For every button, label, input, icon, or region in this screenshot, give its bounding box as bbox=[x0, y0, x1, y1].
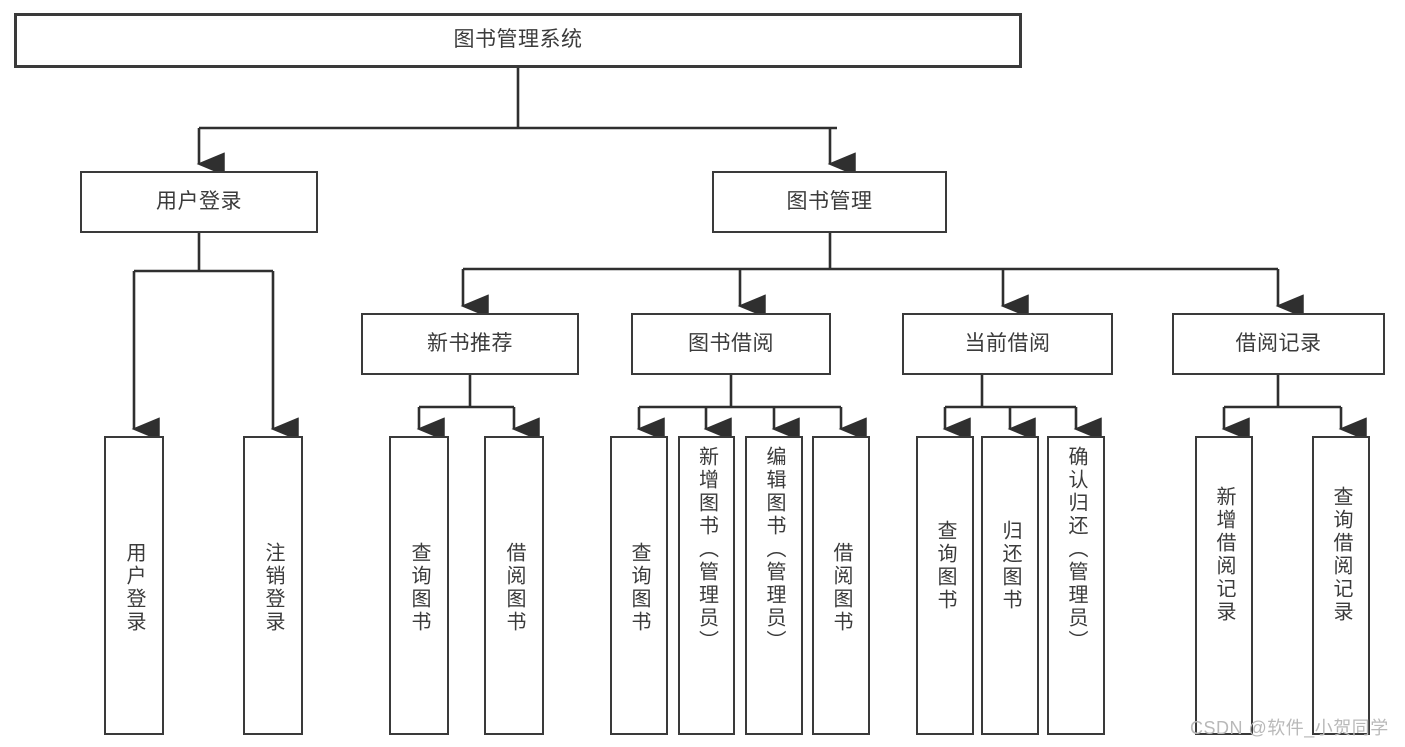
node-label: 用户登录 bbox=[123, 542, 145, 634]
node-user-login[interactable]: 用户登录 bbox=[80, 171, 318, 233]
node-label: 用户登录 bbox=[156, 189, 242, 213]
node-label: 借阅图书 bbox=[503, 542, 525, 634]
node-label: 借阅图书 bbox=[830, 542, 852, 634]
leaf-current-borrow-search[interactable]: 查询图书 bbox=[916, 436, 974, 735]
node-borrow-record[interactable]: 借阅记录 bbox=[1172, 313, 1385, 375]
node-new-book-recommend[interactable]: 新书推荐 bbox=[361, 313, 579, 375]
leaf-book-borrow-borrow[interactable]: 借阅图书 bbox=[812, 436, 870, 735]
node-label: 查询图书 bbox=[934, 520, 956, 612]
leaf-new-book-search[interactable]: 查询图书 bbox=[389, 436, 449, 735]
leaf-borrow-record-search[interactable]: 查询借阅记录 bbox=[1312, 436, 1370, 735]
node-label: 注销登录 bbox=[262, 542, 284, 634]
node-label: 图书借阅 bbox=[688, 331, 774, 355]
node-current-borrow[interactable]: 当前借阅 bbox=[902, 313, 1113, 375]
node-book-borrow[interactable]: 图书借阅 bbox=[631, 313, 831, 375]
leaf-borrow-record-add[interactable]: 新增借阅记录 bbox=[1195, 436, 1253, 735]
node-label: 归还图书 bbox=[999, 520, 1021, 612]
watermark: CSDN @软件_小贺同学 bbox=[1190, 718, 1389, 738]
node-label: 确认归还（管理员） bbox=[1065, 446, 1087, 653]
leaf-book-borrow-search[interactable]: 查询图书 bbox=[610, 436, 668, 735]
node-label: 图书管理 bbox=[786, 189, 873, 213]
leaf-user-login-login[interactable]: 用户登录 bbox=[104, 436, 164, 735]
node-label: 查询图书 bbox=[408, 542, 430, 634]
leaf-current-borrow-return[interactable]: 归还图书 bbox=[981, 436, 1039, 735]
leaf-new-book-borrow[interactable]: 借阅图书 bbox=[484, 436, 544, 735]
node-label: 图书管理系统 bbox=[453, 28, 583, 52]
node-label: 新书推荐 bbox=[427, 331, 513, 355]
leaf-user-login-logout[interactable]: 注销登录 bbox=[243, 436, 303, 735]
node-label: 查询图书 bbox=[628, 542, 650, 634]
node-label: 查询借阅记录 bbox=[1330, 486, 1352, 624]
node-label: 编辑图书（管理员） bbox=[763, 446, 785, 653]
leaf-current-borrow-confirm[interactable]: 确认归还（管理员） bbox=[1047, 436, 1105, 735]
node-label: 新增图书（管理员） bbox=[695, 446, 718, 653]
node-label: 借阅记录 bbox=[1235, 331, 1322, 355]
node-label: 当前借阅 bbox=[964, 331, 1051, 355]
node-label: 新增借阅记录 bbox=[1213, 486, 1235, 624]
node-root-library-system[interactable]: 图书管理系统 bbox=[14, 13, 1022, 68]
node-book-management[interactable]: 图书管理 bbox=[712, 171, 947, 233]
leaf-book-borrow-edit[interactable]: 编辑图书（管理员） bbox=[745, 436, 803, 735]
leaf-book-borrow-add[interactable]: 新增图书（管理员） bbox=[678, 436, 735, 735]
